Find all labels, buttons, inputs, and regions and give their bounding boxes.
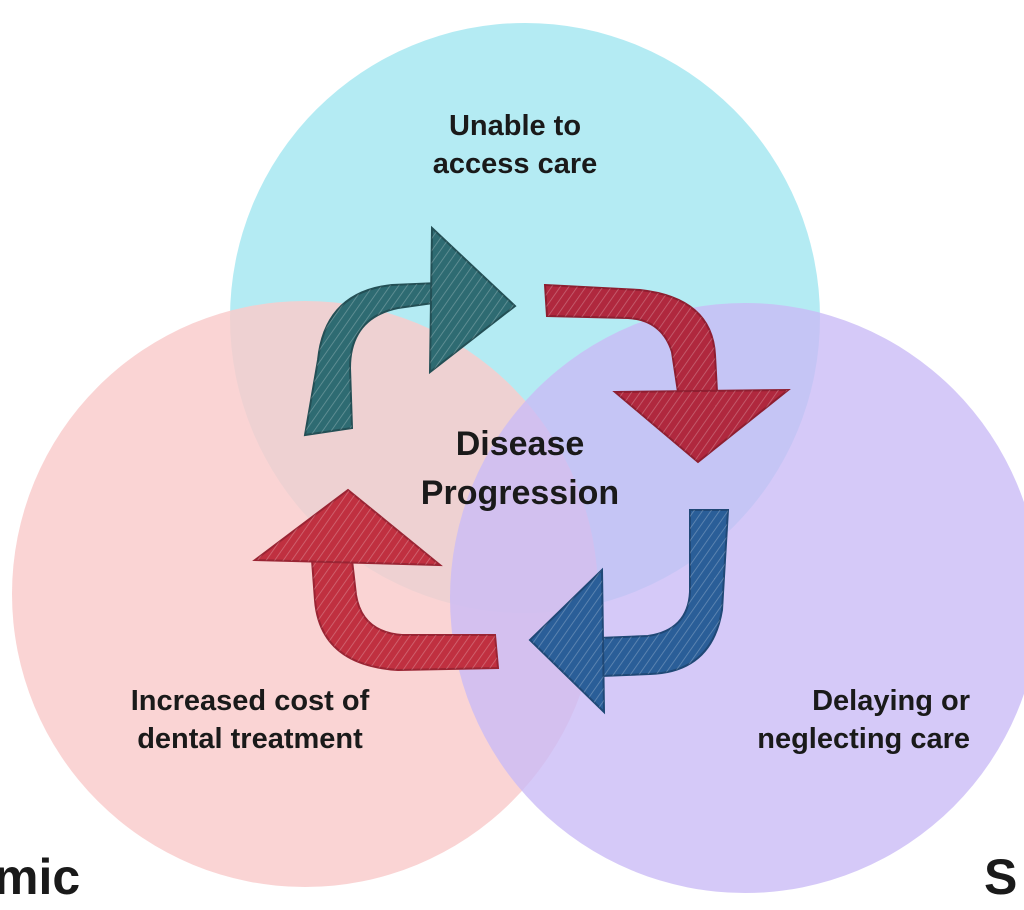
circle-left: [12, 301, 598, 887]
blue-arrow: [528, 509, 730, 715]
center-label-line-2: Progression: [420, 474, 620, 513]
center-label: Disease Progression: [380, 420, 660, 519]
red-arrow-bottom-left: [252, 488, 500, 672]
top-label-line-1: Unable to: [448, 110, 582, 142]
teal-arrow: [303, 225, 517, 437]
circle-right: [450, 303, 1024, 893]
right-label-line-2: neglecting care: [757, 722, 970, 755]
left-label-line-1: Increased cost of: [130, 685, 370, 717]
left-circle-label: Increased cost of dental treatment: [60, 683, 440, 758]
right-label-line-1: Delaying or: [812, 685, 970, 717]
center-label-line-1: Disease: [455, 425, 585, 463]
red-arrow-top-right: [543, 283, 791, 464]
cropped-edge-text-right: S: [984, 849, 1018, 905]
cropped-edge-text-left: mic: [0, 849, 81, 905]
right-circle-label: Delaying or neglecting care: [640, 683, 970, 758]
top-circle-label: Unable to access care: [395, 108, 635, 183]
top-label-line-2: access care: [432, 147, 598, 180]
left-label-line-2: dental treatment: [137, 722, 363, 755]
